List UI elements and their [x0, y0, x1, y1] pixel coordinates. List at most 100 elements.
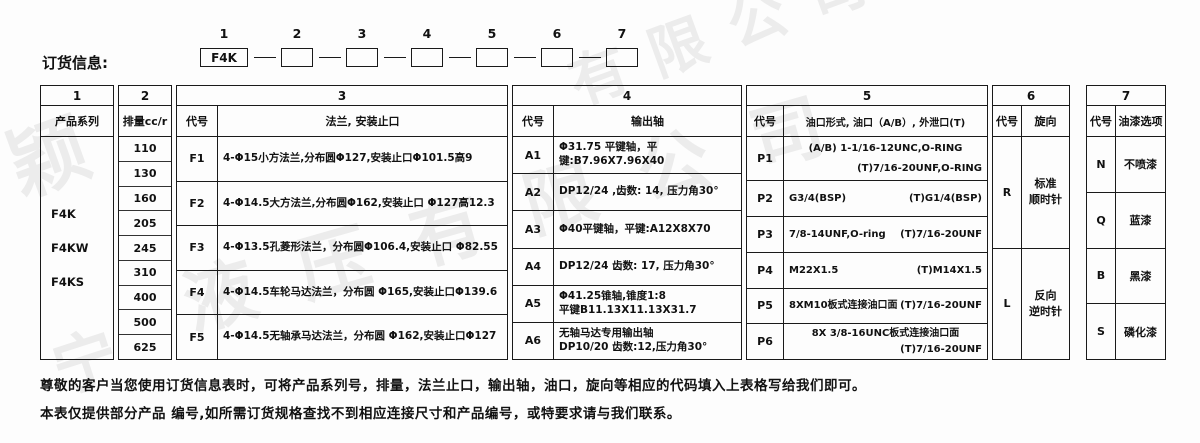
flange-rows: F1 4-Φ15小方法兰,分布圆Φ127,安装止口Φ101.5高9 F2 4-Φ… — [177, 137, 507, 359]
order-code-box-shaft — [411, 48, 443, 67]
rotation-code: R — [993, 137, 1022, 248]
port-column: 5 代号 油口形式, 油口（A/B）, 外泄口(T) P1 (A/B) 1-1/… — [746, 85, 988, 360]
flange-desc: 4-Φ14.5大方法兰,分布圆Φ162,安装止口 Φ127高12.3 — [223, 196, 495, 209]
rotation-row: L 反向逆时针 — [993, 248, 1069, 359]
series-item: F4KS — [51, 275, 85, 289]
shaft-header: 输出轴 — [631, 115, 664, 128]
shaft-row: A1 Φ31.75 平键轴，平键:B7.96X7.96X40 — [513, 137, 741, 175]
order-info-label: 订货信息: — [42, 54, 108, 72]
port-desc: 8X 3/8-16UNC板式连接油口面(T)7/16-20UNF — [811, 328, 982, 355]
port-desc: M22X1.5(T)M14X1.5 — [789, 264, 982, 276]
order-code-box-series: F4K — [200, 48, 248, 67]
column-number-6: 6 — [993, 86, 1069, 106]
shaft-row: A3 Φ40平键轴，平键:A12X8X70 — [513, 211, 741, 249]
paint-desc: 磷化漆 — [1124, 325, 1157, 339]
port-row: P4 M22X1.5(T)M14X1.5 — [747, 252, 987, 289]
displacement-value: 245 — [119, 236, 171, 261]
order-position-number: 4 — [422, 26, 432, 41]
shaft-code: A5 — [513, 285, 554, 322]
order-code-unit-5: 5 — [476, 26, 508, 67]
shaft-row: A2 DP12/24 ,齿数: 14, 压力角30° — [513, 174, 741, 212]
displacement-value: 500 — [119, 310, 171, 336]
paint-code: Q — [1087, 192, 1116, 248]
flange-desc: 4-Φ15小方法兰,分布圆Φ127,安装止口Φ101.5高9 — [223, 151, 473, 164]
paint-row: N 不喷漆 — [1087, 137, 1165, 193]
rotation-rows: R 标准顺时针 L 反向逆时针 — [993, 137, 1069, 359]
port-code: P3 — [747, 217, 784, 252]
code-header: 代号 — [993, 106, 1022, 136]
flange-code: F1 — [177, 137, 218, 181]
order-code-box-flange — [346, 48, 378, 67]
rotation-header: 旋向 — [1034, 115, 1057, 128]
port-code: P6 — [747, 324, 784, 359]
column-number-3: 3 — [177, 86, 507, 106]
rotation-code: L — [993, 248, 1022, 359]
flange-row: F5 4-Φ14.5无轴承马达法兰，分布圆 Φ162,安装止口Φ127 — [177, 315, 507, 359]
shaft-code: A6 — [513, 322, 554, 360]
footer-note-2: 本表仅提供部分产品 编号,如所需订货规格查找不到相应连接尺寸和产品编号，或特要求… — [40, 406, 681, 422]
port-code: P1 — [747, 137, 784, 181]
shaft-desc: Φ40平键轴，平键:A12X8X70 — [559, 222, 711, 235]
code-header: 代号 — [1087, 106, 1116, 136]
order-position-number: 1 — [219, 26, 229, 41]
paint-column: 7 代号 油漆选项 N 不喷漆 Q 蓝漆 B 黑漆 S 磷化漆 — [1086, 85, 1166, 360]
code-header: 代号 — [747, 106, 784, 136]
flange-row: F2 4-Φ14.5大方法兰,分布圆Φ162,安装止口 Φ127高12.3 — [177, 181, 507, 227]
rotation-desc: 标准顺时针 — [1029, 177, 1062, 207]
order-position-number: 5 — [487, 26, 497, 41]
column-number-2: 2 — [119, 86, 171, 106]
port-desc: (A/B) 1-1/16-12UNC,O-RING(T)7/16-20UNF,O… — [808, 143, 982, 175]
shaft-row: A4 DP12/24 齿数: 17, 压力角30° — [513, 248, 741, 286]
shaft-code: A1 — [513, 137, 554, 174]
port-code: P5 — [747, 288, 784, 324]
rotation-column: 6 代号 旋向 R 标准顺时针 L 反向逆时针 — [992, 85, 1070, 360]
paint-row: Q 蓝漆 — [1087, 192, 1165, 249]
port-code: P2 — [747, 181, 784, 217]
product-series-list: F4K F4KW F4KS — [41, 137, 113, 359]
displacement-value: 160 — [119, 187, 171, 212]
shaft-code: A3 — [513, 211, 554, 248]
flange-code: F2 — [177, 181, 218, 226]
paint-desc: 黑漆 — [1129, 269, 1152, 283]
rotation-row: R 标准顺时针 — [993, 137, 1069, 249]
port-row: P5 8XM10板式连接油口面(T)7/16-20UNF — [747, 288, 987, 325]
flange-header: 法兰, 安装止口 — [325, 115, 400, 128]
paint-header: 油漆选项 — [1118, 115, 1163, 128]
flange-code: F4 — [177, 270, 218, 315]
order-dash — [378, 56, 411, 58]
order-dash — [248, 56, 281, 58]
displacement-header: 排量cc/r — [122, 115, 168, 128]
flange-code: F3 — [177, 226, 218, 270]
paint-desc: 蓝漆 — [1129, 214, 1152, 228]
port-desc: 8XM10板式连接油口面(T)7/16-20UNF — [789, 300, 982, 312]
flange-row: F1 4-Φ15小方法兰,分布圆Φ127,安装止口Φ101.5高9 — [177, 137, 507, 182]
rotation-desc: 反向逆时针 — [1029, 288, 1062, 318]
paint-code: B — [1087, 248, 1116, 304]
port-row: P6 8X 3/8-16UNC板式连接油口面(T)7/16-20UNF — [747, 324, 987, 359]
flange-row: F3 4-Φ13.5孔菱形法兰，分布圆Φ106.4,安装止口 Φ82.55 — [177, 226, 507, 271]
order-position-number: 6 — [552, 26, 562, 41]
port-header: 油口形式, 油口（A/B）, 外泄口(T) — [805, 117, 966, 129]
column-number-7: 7 — [1087, 86, 1165, 106]
code-header: 代号 — [177, 106, 218, 136]
paint-desc: 不喷漆 — [1124, 158, 1157, 172]
flange-desc: 4-Φ14.5无轴承马达法兰，分布圆 Φ162,安装止口Φ127 — [223, 330, 497, 343]
order-code-box-port — [476, 48, 508, 67]
port-row: P2 G3/4(BSP)(T)G1/4(BSP) — [747, 181, 987, 218]
code-header: 代号 — [513, 106, 554, 136]
displacement-list: 110 130 160 205 245 310 400 500 625 — [119, 137, 171, 359]
displacement-value: 205 — [119, 211, 171, 237]
displacement-value: 110 — [119, 137, 171, 162]
order-code-unit-2: 2 — [281, 26, 313, 67]
order-code-box-paint — [606, 48, 638, 67]
order-dash — [313, 56, 346, 58]
flange-desc: 4-Φ14.5车轮马达法兰，分布圆 Φ165,安装止口Φ139.6 — [223, 285, 498, 298]
product-series-header: 产品系列 — [55, 115, 99, 128]
order-code-unit-7: 7 — [606, 26, 638, 67]
flange-column: 3 代号 法兰, 安装止口 F1 4-Φ15小方法兰,分布圆Φ127,安装止口Φ… — [176, 85, 508, 360]
shaft-column: 4 代号 输出轴 A1 Φ31.75 平键轴，平键:B7.96X7.96X40 … — [512, 85, 742, 360]
